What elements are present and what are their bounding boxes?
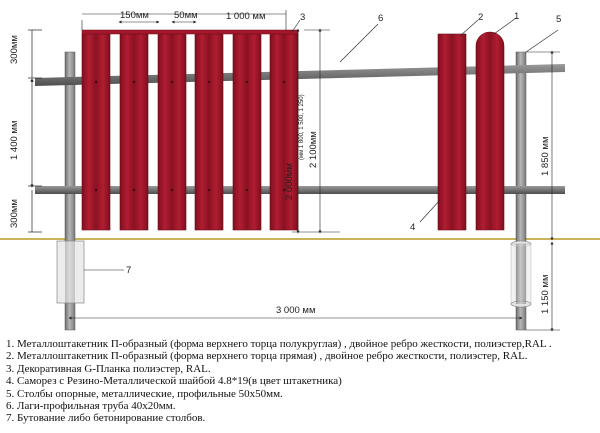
callout-7: 7 xyxy=(84,265,131,276)
picket-flat xyxy=(119,33,149,231)
screw-icon xyxy=(245,80,249,84)
picket-flat xyxy=(194,33,224,231)
picket-flat xyxy=(232,33,262,231)
callout-7-label: 7 xyxy=(126,265,131,276)
picket-rounded xyxy=(475,31,505,231)
dim-post-above-label: 1 850 мм xyxy=(540,137,551,176)
screw-icon xyxy=(245,188,249,192)
dim-fence-height: 2 100мм xyxy=(304,28,330,234)
screw-icon xyxy=(132,80,136,84)
screw-icon xyxy=(207,80,211,84)
legend-item: 6. Лаги-профильная труба 40х20мм. xyxy=(6,400,176,413)
dim-picket-width-label: 150мм xyxy=(120,10,149,21)
legend-item: 1. Металлоштакетник П-образный (форма ве… xyxy=(6,338,552,350)
dim-picket-width: 150мм xyxy=(81,10,160,30)
legend-item: 5. Столбы опорные, металлические, профил… xyxy=(6,387,283,400)
dim-fence-height-label: 2 100мм xyxy=(308,131,319,168)
screw-icon xyxy=(132,188,136,192)
callout-6: 6 xyxy=(339,13,383,63)
callout-5: 5 xyxy=(525,14,561,53)
screw-icon xyxy=(282,80,286,84)
dim-post-below: 1 150 мм xyxy=(526,241,560,332)
dim-picket-height-options: (мм 1 800, 1 500, 1 250) xyxy=(299,94,305,160)
legend-item: 3. Декоративная G-Планка полиэстер, RAL. xyxy=(6,362,211,375)
screw-icon xyxy=(207,188,211,192)
callout-5-label: 5 xyxy=(556,14,561,25)
dim-top-gap: 300мм xyxy=(9,29,42,79)
dim-picket-gap: 50мм xyxy=(171,10,198,24)
screw-icon xyxy=(94,188,98,192)
dim-bottom-gap-label: 300мм xyxy=(9,199,20,228)
picket-flat xyxy=(157,33,187,231)
dim-picket-height: 2 000мм (мм 1 800, 1 500, 1 250) xyxy=(284,28,340,234)
dim-bottom-gap: 300мм xyxy=(9,190,42,233)
callout-1-label: 1 xyxy=(514,11,519,22)
picket-flat xyxy=(81,33,111,231)
picket-flat xyxy=(437,33,467,231)
screw-icon xyxy=(170,80,174,84)
g-plank xyxy=(81,29,299,35)
dim-span-width-label: 3 000 мм xyxy=(276,305,315,316)
dim-picket-gap-label: 50мм xyxy=(174,10,198,21)
callout-3-label: 3 xyxy=(300,12,305,23)
pickets-right xyxy=(437,31,505,231)
dim-picket-height-label: 2 000мм xyxy=(284,163,295,200)
dim-post-spacing: 1 400 мм xyxy=(9,78,42,188)
screw-icon xyxy=(94,80,98,84)
callout-4: 4 xyxy=(410,199,441,233)
callout-6-label: 6 xyxy=(378,13,383,24)
dim-post-below-label: 1 150 мм xyxy=(540,275,551,314)
screw-icon xyxy=(170,188,174,192)
legend-list: 1. Металлоштакетник П-образный (форма ве… xyxy=(6,338,596,425)
legend-item: 4. Саморез с Резино-Металлической шайбой… xyxy=(6,375,342,388)
dim-top-overhang: 1 000 мм xyxy=(82,10,287,30)
dim-post-above: 1 850 мм xyxy=(526,50,560,241)
callout-2: 2 xyxy=(459,12,483,37)
screw-icon xyxy=(282,188,286,192)
dim-span-width: 3 000 мм xyxy=(68,305,523,320)
fence-diagram: 300мм 1 400 мм 300мм 150мм 50мм 1 000 мм… xyxy=(0,10,600,332)
callout-2-label: 2 xyxy=(478,12,483,23)
legend-item: 7. Бутование либо бетонирование столбов. xyxy=(6,412,206,425)
callout-3: 3 xyxy=(291,12,305,33)
legend-item: 2. Металлоштакетник П-образный (форма ве… xyxy=(6,350,528,363)
pickets-left xyxy=(81,33,299,231)
dim-post-spacing-label: 1 400 мм xyxy=(9,121,20,160)
dim-top-gap-label: 300мм xyxy=(9,35,20,64)
callout-4-label: 4 xyxy=(410,222,415,233)
callout-1: 1 xyxy=(493,11,519,35)
dim-top-overhang-label: 1 000 мм xyxy=(226,11,265,22)
